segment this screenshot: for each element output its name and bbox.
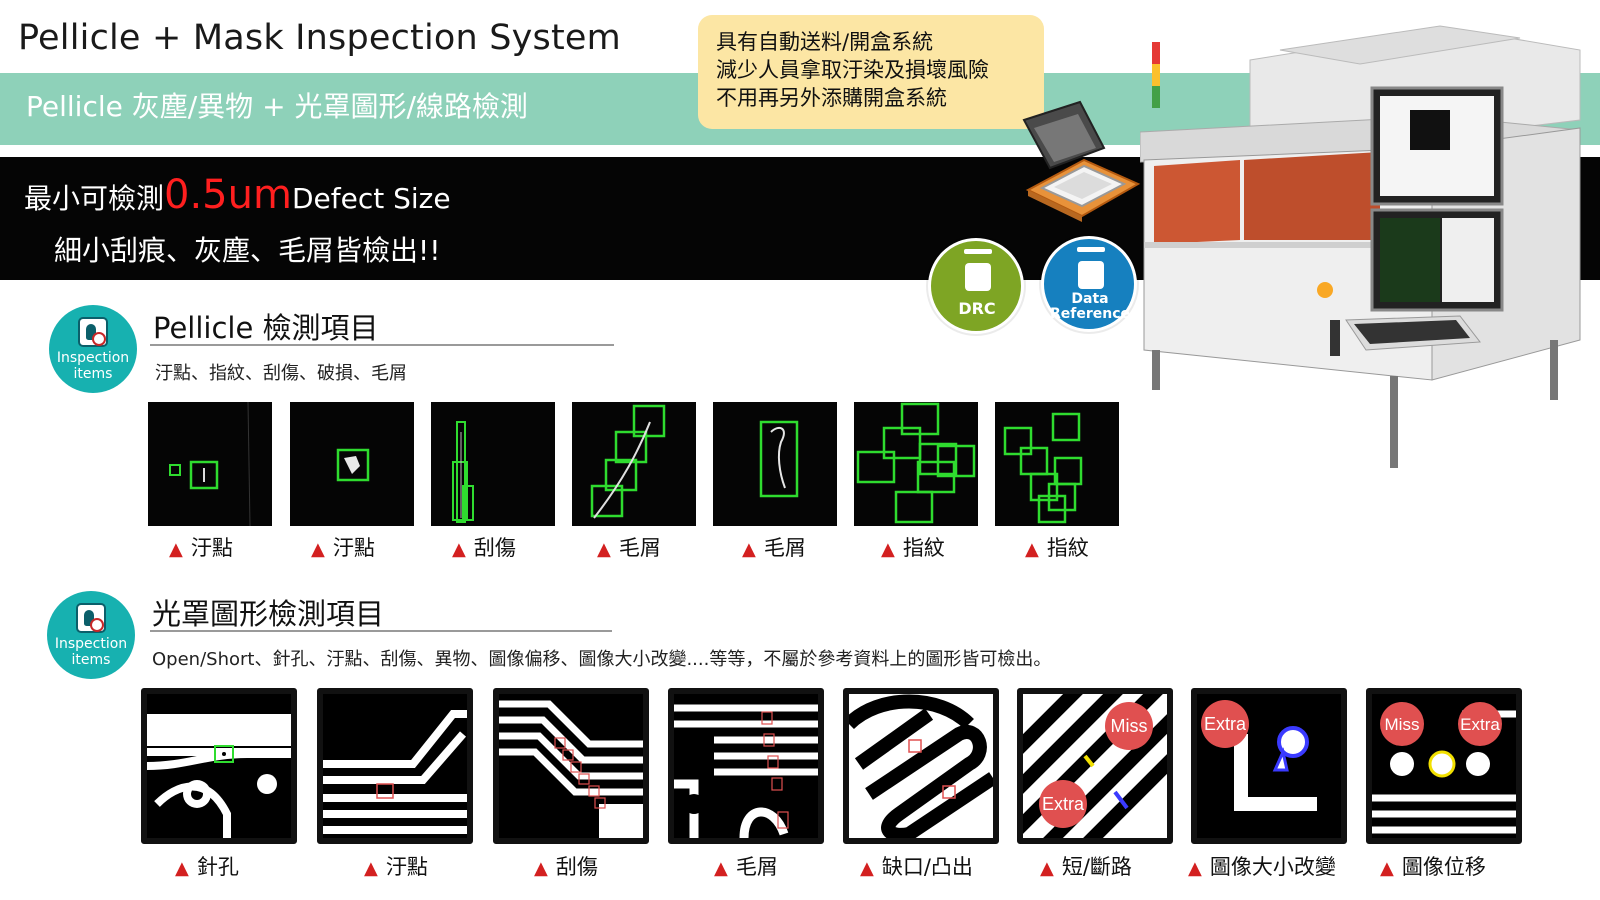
data-reference-badge: Data Reference: [1041, 236, 1137, 332]
mask-sample-image: Extra: [1191, 688, 1347, 844]
triangle-icon: ▲: [1025, 539, 1039, 560]
triangle-icon: ▲: [714, 858, 728, 879]
triangle-icon: ▲: [534, 858, 548, 879]
mask-sample-image: [843, 688, 999, 844]
callout-line: 減少人員拿取汙染及損壞風險: [716, 58, 989, 82]
pellicle-section-description: 汙點、指紋、刮傷、破損、毛屑: [155, 363, 407, 384]
pellicle-sample-image: [431, 402, 555, 526]
triangle-icon: ▲: [742, 539, 756, 560]
spec-highlight: 0.5um: [164, 172, 292, 218]
drc-icon: [965, 263, 991, 291]
pellicle-caption: ▲毛屑: [597, 536, 661, 560]
mask-caption: ▲汙點: [364, 855, 428, 879]
pellicle-sample-image: [148, 402, 272, 526]
mask-caption: ▲圖像大小改變: [1188, 855, 1336, 879]
pellicle-title-divider: [150, 344, 614, 346]
pellicle-box-illustration: [1022, 100, 1141, 222]
pellicle-sample-image: [572, 402, 696, 526]
mask-caption: ▲毛屑: [714, 855, 778, 879]
pellicle-section-title: Pellicle 檢測項目: [153, 311, 379, 345]
pellicle-sample-image: [713, 402, 837, 526]
mask-caption: ▲針孔: [175, 855, 239, 879]
inspection-machine-illustration: [1140, 25, 1581, 468]
mask-section-title: 光罩圖形檢測項目: [152, 597, 385, 631]
spec-subline: 細小刮痕、灰塵、毛屑皆檢出!!: [54, 234, 441, 267]
pellicle-caption: ▲汙點: [169, 536, 233, 560]
triangle-icon: ▲: [364, 858, 378, 879]
mask-sample-image: [493, 688, 649, 844]
triangle-icon: ▲: [1040, 858, 1054, 879]
pellicle-caption: ▲毛屑: [742, 536, 806, 560]
extra-marker: Extra: [1460, 715, 1500, 734]
triangle-icon: ▲: [1380, 858, 1394, 879]
spec-line: 最小可檢測0.5umDefect Size: [24, 172, 451, 218]
magnifier-icon: [1078, 261, 1104, 289]
feature-callout: 具有自動送料/開盒系統 減少人員拿取汙染及損壞風險 不用再另外添購開盒系統: [698, 15, 1044, 129]
pellicle-caption: ▲汙點: [311, 536, 375, 560]
triangle-icon: ▲: [452, 539, 466, 560]
page-title: Pellicle + Mask Inspection System: [18, 18, 621, 58]
pellicle-sample-image: [995, 402, 1119, 526]
miss-marker: Miss: [1385, 715, 1420, 734]
callout-line: 不用再另外添購開盒系統: [716, 86, 947, 110]
callout-line: 具有自動送料/開盒系統: [716, 30, 934, 54]
mask-sample-image: [141, 688, 297, 844]
pellicle-sample-image: [290, 402, 414, 526]
mask-section-description: Open/Short、針孔、汙點、刮傷、異物、圖像偏移、圖像大小改變....等等…: [152, 649, 1052, 670]
mask-caption: ▲缺口/凸出: [860, 855, 973, 879]
pellicle-caption: ▲指紋: [881, 536, 945, 560]
inspection-icon: [76, 603, 106, 633]
triangle-icon: ▲: [881, 539, 895, 560]
spec-prefix: 最小可檢測: [24, 182, 165, 215]
pellicle-caption: ▲指紋: [1025, 536, 1089, 560]
extra-marker: Extra: [1204, 714, 1247, 734]
drc-badge: DRC: [928, 238, 1024, 334]
triangle-icon: ▲: [860, 858, 874, 879]
triangle-icon: ▲: [1188, 858, 1202, 879]
mask-title-divider: [150, 630, 612, 632]
mask-sample-image: Miss Extra: [1366, 688, 1522, 844]
triangle-icon: ▲: [175, 858, 189, 879]
mask-sample-image: [317, 688, 473, 844]
inspection-icon: [78, 317, 108, 347]
pellicle-sample-image: [854, 402, 978, 526]
mask-caption: ▲短/斷路: [1040, 855, 1132, 879]
spec-suffix: Defect Size: [291, 182, 451, 215]
mask-sample-image: [668, 688, 824, 844]
mask-caption: ▲圖像位移: [1380, 855, 1486, 879]
triangle-icon: ▲: [311, 539, 325, 560]
triangle-icon: ▲: [169, 539, 183, 560]
mask-caption: ▲刮傷: [534, 855, 598, 879]
miss-marker: Miss: [1111, 716, 1148, 736]
pellicle-caption: ▲刮傷: [452, 536, 516, 560]
page-subtitle: Pellicle 灰塵/異物 + 光罩圖形/線路檢測: [26, 90, 528, 123]
extra-marker: Extra: [1042, 794, 1085, 814]
triangle-icon: ▲: [597, 539, 611, 560]
